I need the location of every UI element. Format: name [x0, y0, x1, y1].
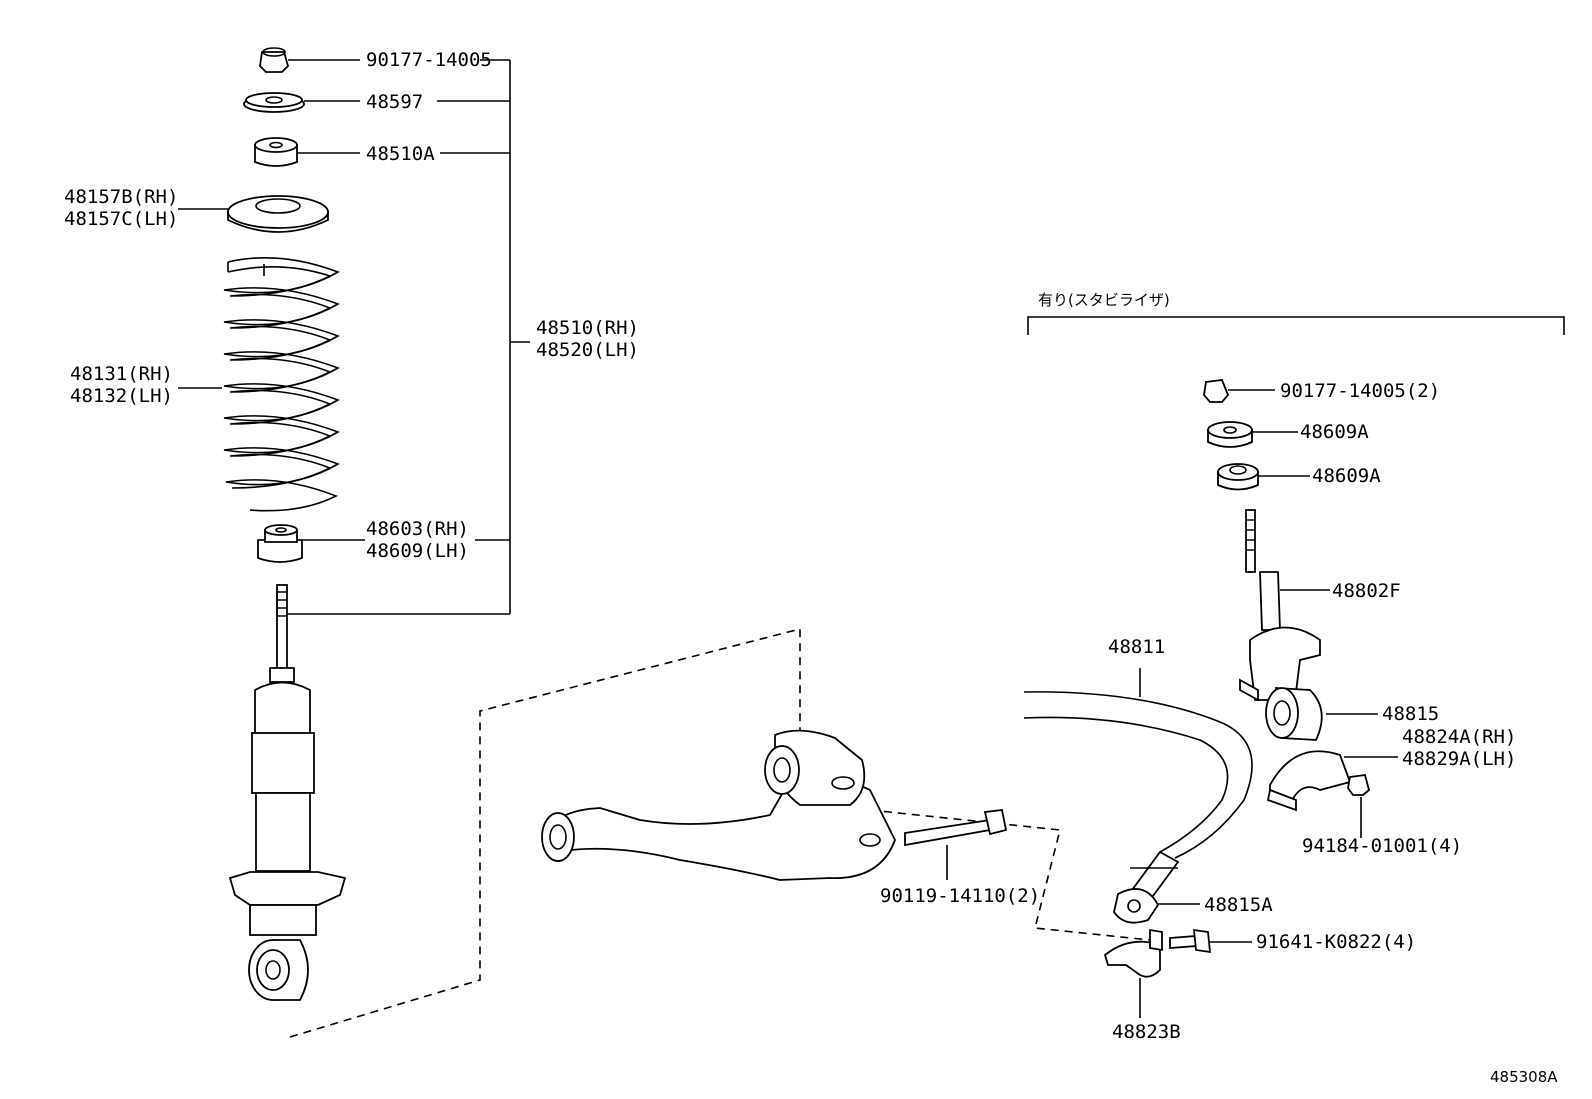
dashed-guide-lines [289, 627, 1151, 1038]
label-bracket-lh: 48829A(LH) [1402, 748, 1516, 770]
label-cushion-a1: 48609A [1300, 421, 1369, 443]
label-seat-upper-rh: 48157B(RH) [64, 186, 178, 208]
diagram-id: 485308A [1490, 1068, 1558, 1086]
label-bumper-top: 48510A [366, 143, 435, 165]
label-bolt-arm: 90119-14110(2) [880, 885, 1040, 907]
label-stab-nut: 90177-14005(2) [1280, 380, 1440, 402]
label-bushing-a: 48815A [1204, 894, 1273, 916]
stab-nut-part [1203, 379, 1275, 403]
assembly-bracket [283, 59, 530, 615]
arm-bolt-part [904, 809, 1008, 880]
label-bracket-b: 48823B [1112, 1021, 1181, 1043]
label-bumper-lower-lh: 48609(LH) [366, 540, 469, 562]
stabilizer-bracket-line [1027, 316, 1565, 335]
label-spring-lh: 48132(LH) [70, 385, 173, 407]
label-nut-small: 94184-01001(4) [1302, 835, 1462, 857]
lower-bumper-part [257, 524, 365, 563]
flange-bolt-part [1169, 928, 1252, 954]
bushing-part [1265, 687, 1378, 741]
bushing-a-part [1113, 888, 1200, 924]
label-cushion-a2: 48609A [1312, 465, 1381, 487]
coil-spring-part [178, 256, 340, 512]
label-seat-upper-lh: 48157C(LH) [64, 208, 178, 230]
small-nut-part [1347, 774, 1371, 838]
bracket-part [1266, 750, 1398, 812]
label-assy-lh: 48520(LH) [536, 339, 639, 361]
retainer-part [243, 92, 360, 113]
label-nut-top: 90177-14005 [366, 49, 492, 71]
bracket-b-part [1103, 928, 1163, 1018]
label-bolt-flange: 91641-K0822(4) [1256, 931, 1416, 953]
label-stab-bar: 48811 [1108, 636, 1165, 658]
cushion-upper-part [1207, 421, 1298, 448]
bumper-top-part [254, 137, 360, 167]
lower-arm-part [541, 729, 896, 881]
stabilizer-bar-part [1023, 668, 1253, 902]
upper-spring-seat-part [178, 195, 329, 233]
label-link: 48802F [1332, 580, 1401, 602]
label-bumper-lower-rh: 48603(RH) [366, 518, 469, 540]
nut-top-part [259, 47, 360, 73]
label-spring-rh: 48131(RH) [70, 363, 173, 385]
section-header: 有り(スタビライザ) [1038, 291, 1170, 309]
stab-link-part [1239, 509, 1330, 702]
label-bushing: 48815 [1382, 703, 1439, 725]
cushion-lower-part [1217, 463, 1310, 491]
label-retainer-top: 48597 [366, 91, 423, 113]
shock-absorber-part [228, 584, 347, 1001]
label-bracket-rh: 48824A(RH) [1402, 726, 1516, 748]
label-assy-rh: 48510(RH) [536, 317, 639, 339]
